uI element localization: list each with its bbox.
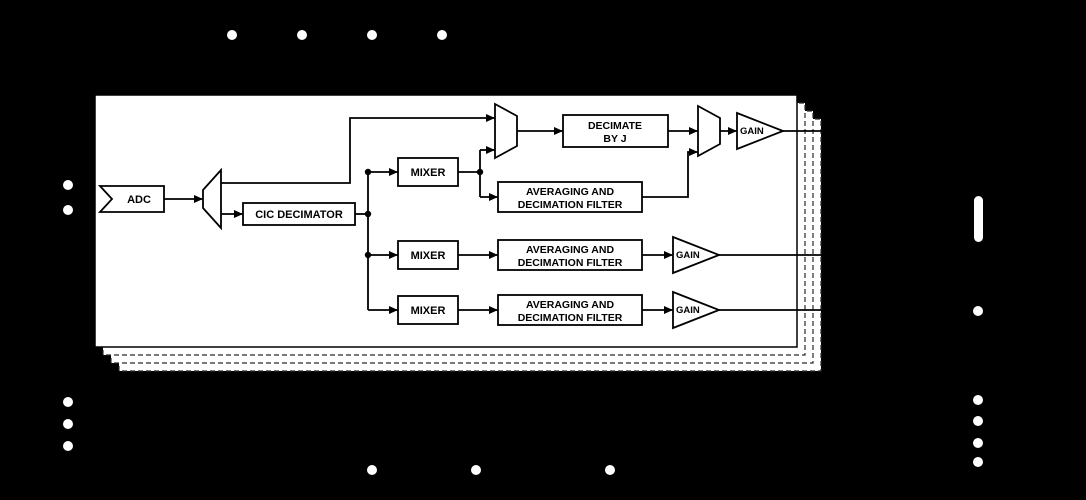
decimate-by-j-label-line2: BY J — [603, 133, 626, 145]
pin-dot — [973, 395, 983, 405]
pin-capsule — [974, 196, 983, 242]
adc-label: ADC — [127, 194, 151, 206]
junction-dot — [364, 251, 372, 259]
wires — [164, 114, 832, 314]
mux2 — [697, 104, 721, 158]
decimate-by-j-block — [562, 114, 669, 148]
pin-dot — [227, 30, 237, 40]
filter2-label-line2: DECIMATION FILTER — [518, 257, 623, 269]
junction-dot — [476, 168, 484, 176]
avg-decimation-filter3-block — [497, 294, 643, 326]
pin-dot — [63, 180, 73, 190]
gain2-label: GAIN — [676, 250, 700, 261]
pin-dot — [973, 306, 983, 316]
pin-dot — [63, 205, 73, 215]
pin-dot — [973, 438, 983, 448]
mixer1-block — [397, 157, 459, 187]
filter1-label-line2: DECIMATION FILTER — [518, 199, 623, 211]
filter1-label-line1: AVERAGING AND — [526, 186, 615, 198]
gain1-label: GAIN — [740, 126, 764, 137]
gain3-triangle — [672, 290, 722, 330]
pin-dot — [973, 457, 983, 467]
avg-decimation-filter2-block — [497, 239, 643, 271]
junction-dots — [364, 168, 484, 259]
gain1-triangle — [736, 111, 786, 151]
filter2-label-line1: AVERAGING AND — [526, 244, 615, 256]
filter3-label-line2: DECIMATION FILTER — [518, 312, 623, 324]
mixer2-label: MIXER — [411, 250, 446, 262]
pin-dot — [63, 441, 73, 451]
wire-bypass-to-mux1 — [221, 114, 495, 184]
mixer1-label: MIXER — [411, 167, 446, 179]
cic-decimator-block — [242, 202, 356, 226]
pin-dot — [367, 465, 377, 475]
gain2-triangle — [672, 235, 722, 275]
pin-dot — [297, 30, 307, 40]
junction-dot — [364, 210, 372, 218]
input-demux — [202, 167, 222, 231]
pin-dot — [973, 416, 983, 426]
wire-filter1-to-mux2 — [642, 148, 698, 198]
pin-markers — [63, 30, 983, 475]
junction-dot — [364, 168, 372, 176]
mixer2-block — [397, 240, 459, 270]
blocks: ADC CIC DECIMATOR MIXER MIXER MIXER DECI… — [97, 102, 786, 330]
pin-dot — [605, 465, 615, 475]
gain3-label: GAIN — [676, 305, 700, 316]
decimate-by-j-label-line1: DECIMATE — [588, 120, 642, 132]
pin-dot — [471, 465, 481, 475]
pin-dot — [63, 397, 73, 407]
mixer3-block — [397, 295, 459, 325]
mux1 — [494, 102, 518, 160]
adc-block — [97, 185, 165, 213]
cic-decimator-label: CIC DECIMATOR — [255, 209, 343, 221]
pin-dot — [367, 30, 377, 40]
avg-decimation-filter1-block — [497, 181, 643, 213]
pin-dot — [437, 30, 447, 40]
filter3-label-line1: AVERAGING AND — [526, 299, 615, 311]
pin-dot — [63, 419, 73, 429]
mixer3-label: MIXER — [411, 305, 446, 317]
